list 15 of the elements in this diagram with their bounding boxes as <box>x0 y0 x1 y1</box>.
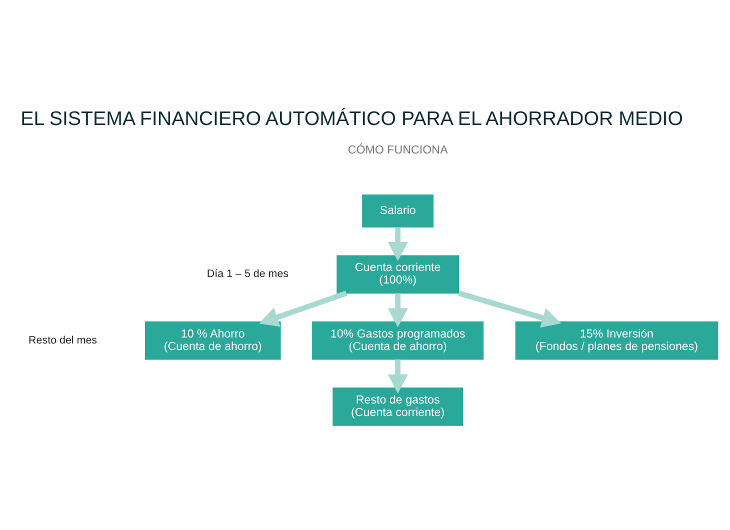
node-box: 15% Inversión (Fondos / planes de pensiones) <box>515 320 718 360</box>
diagram-title: EL SISTEMA FINANCIERO AUTOMÁTICO PARA EL AHORRADOR MEDIO <box>20 107 684 130</box>
node-box: 10 % Ahorro (Cuenta de ahorro) <box>144 320 281 360</box>
label: CÓMO FUNCIONA <box>348 142 448 156</box>
arrow <box>388 358 408 393</box>
label: Resto del mes <box>28 334 98 346</box>
node-box: Cuenta corriente (100%) <box>336 254 460 294</box>
arrow <box>259 290 348 326</box>
node-box: Salario <box>362 194 434 228</box>
node-box: Resto de gastos (Cuenta corriente) <box>332 386 464 426</box>
arrow <box>388 292 408 327</box>
label: Día 1 – 5 de mes <box>206 268 289 280</box>
arrow <box>458 290 562 328</box>
arrow <box>388 226 408 261</box>
node-box: 10% Gastos programados (Cuenta de ahorro) <box>312 320 484 360</box>
